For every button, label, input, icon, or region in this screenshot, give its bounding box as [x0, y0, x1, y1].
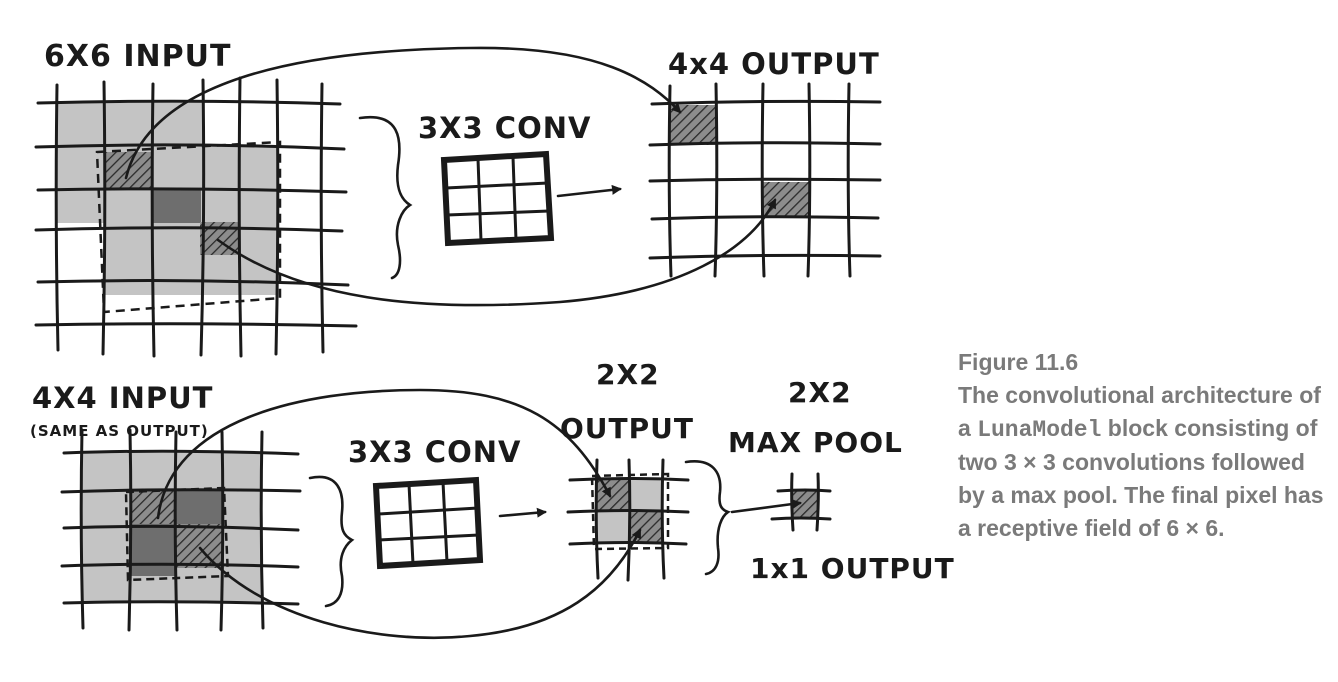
top-conv-arrow — [556, 184, 622, 198]
final-output-label: 1x1 OUTPUT — [750, 552, 955, 585]
bottom-input-dark-2 — [130, 524, 176, 576]
top-input-grid — [34, 76, 358, 358]
bottom-connectors — [156, 388, 802, 640]
bottom-conv-kernel — [372, 476, 484, 570]
top-output-grid — [648, 82, 882, 278]
top-arc-arrow-2 — [216, 198, 777, 307]
pool-label-line2: MAX POOL — [728, 426, 903, 459]
bottom-arc-arrow-1 — [156, 388, 612, 520]
bottom-pool-arrow — [730, 499, 802, 514]
bottom-brace-1 — [308, 475, 355, 608]
bottom-input-hatched-1 — [130, 490, 176, 524]
bottom-input-hatched-2 — [176, 524, 222, 568]
top-conv-label: 3X3 CONV — [418, 111, 591, 145]
top-output-cell-1 — [670, 105, 716, 145]
top-receptive-window — [95, 140, 282, 314]
bottom-pool-window — [590, 472, 670, 551]
caption-text-before-code: The convolutional architecture of a — [958, 381, 1321, 441]
top-input-center-cell — [153, 188, 201, 223]
top-conv-kernel — [440, 150, 555, 247]
bottom-conv-arrow — [498, 507, 547, 518]
top-brace — [358, 115, 413, 280]
bottom-output-label-line1: 2X2 — [596, 358, 660, 391]
bottom-input-dark-1 — [176, 490, 222, 524]
top-connectors — [124, 46, 777, 307]
top-output-label: 4x4 OUTPUT — [668, 47, 880, 81]
top-arc-arrow-1 — [124, 46, 682, 180]
bottom-input-label: 4X4 INPUT — [32, 381, 213, 415]
top-output-cell-2 — [763, 182, 809, 218]
bottom-arc-arrow-2 — [198, 528, 642, 640]
bottom-output-cell-1 — [597, 480, 629, 512]
bottom-brace-2 — [684, 460, 731, 576]
final-output-cell — [792, 491, 818, 519]
pool-label-line1: 2X2 — [788, 376, 852, 409]
caption-code: LunaModel — [977, 416, 1102, 443]
caption-text-after-code: block consisting of two 3 × 3 convolutio… — [958, 414, 1324, 541]
bottom-input-sublabel: (SAME AS OUTPUT) — [30, 422, 209, 440]
bottom-conv-label: 3X3 CONV — [348, 435, 521, 469]
figure-number: Figure 11.6 — [958, 349, 1079, 375]
final-output-grid — [770, 472, 832, 532]
top-input-label: 6X6 INPUT — [44, 39, 231, 74]
bottom-output-label-line2: OUTPUT — [560, 412, 694, 445]
figure-caption: Figure 11.6 The convolutional architectu… — [958, 346, 1330, 545]
bottom-output-grid — [566, 458, 690, 582]
